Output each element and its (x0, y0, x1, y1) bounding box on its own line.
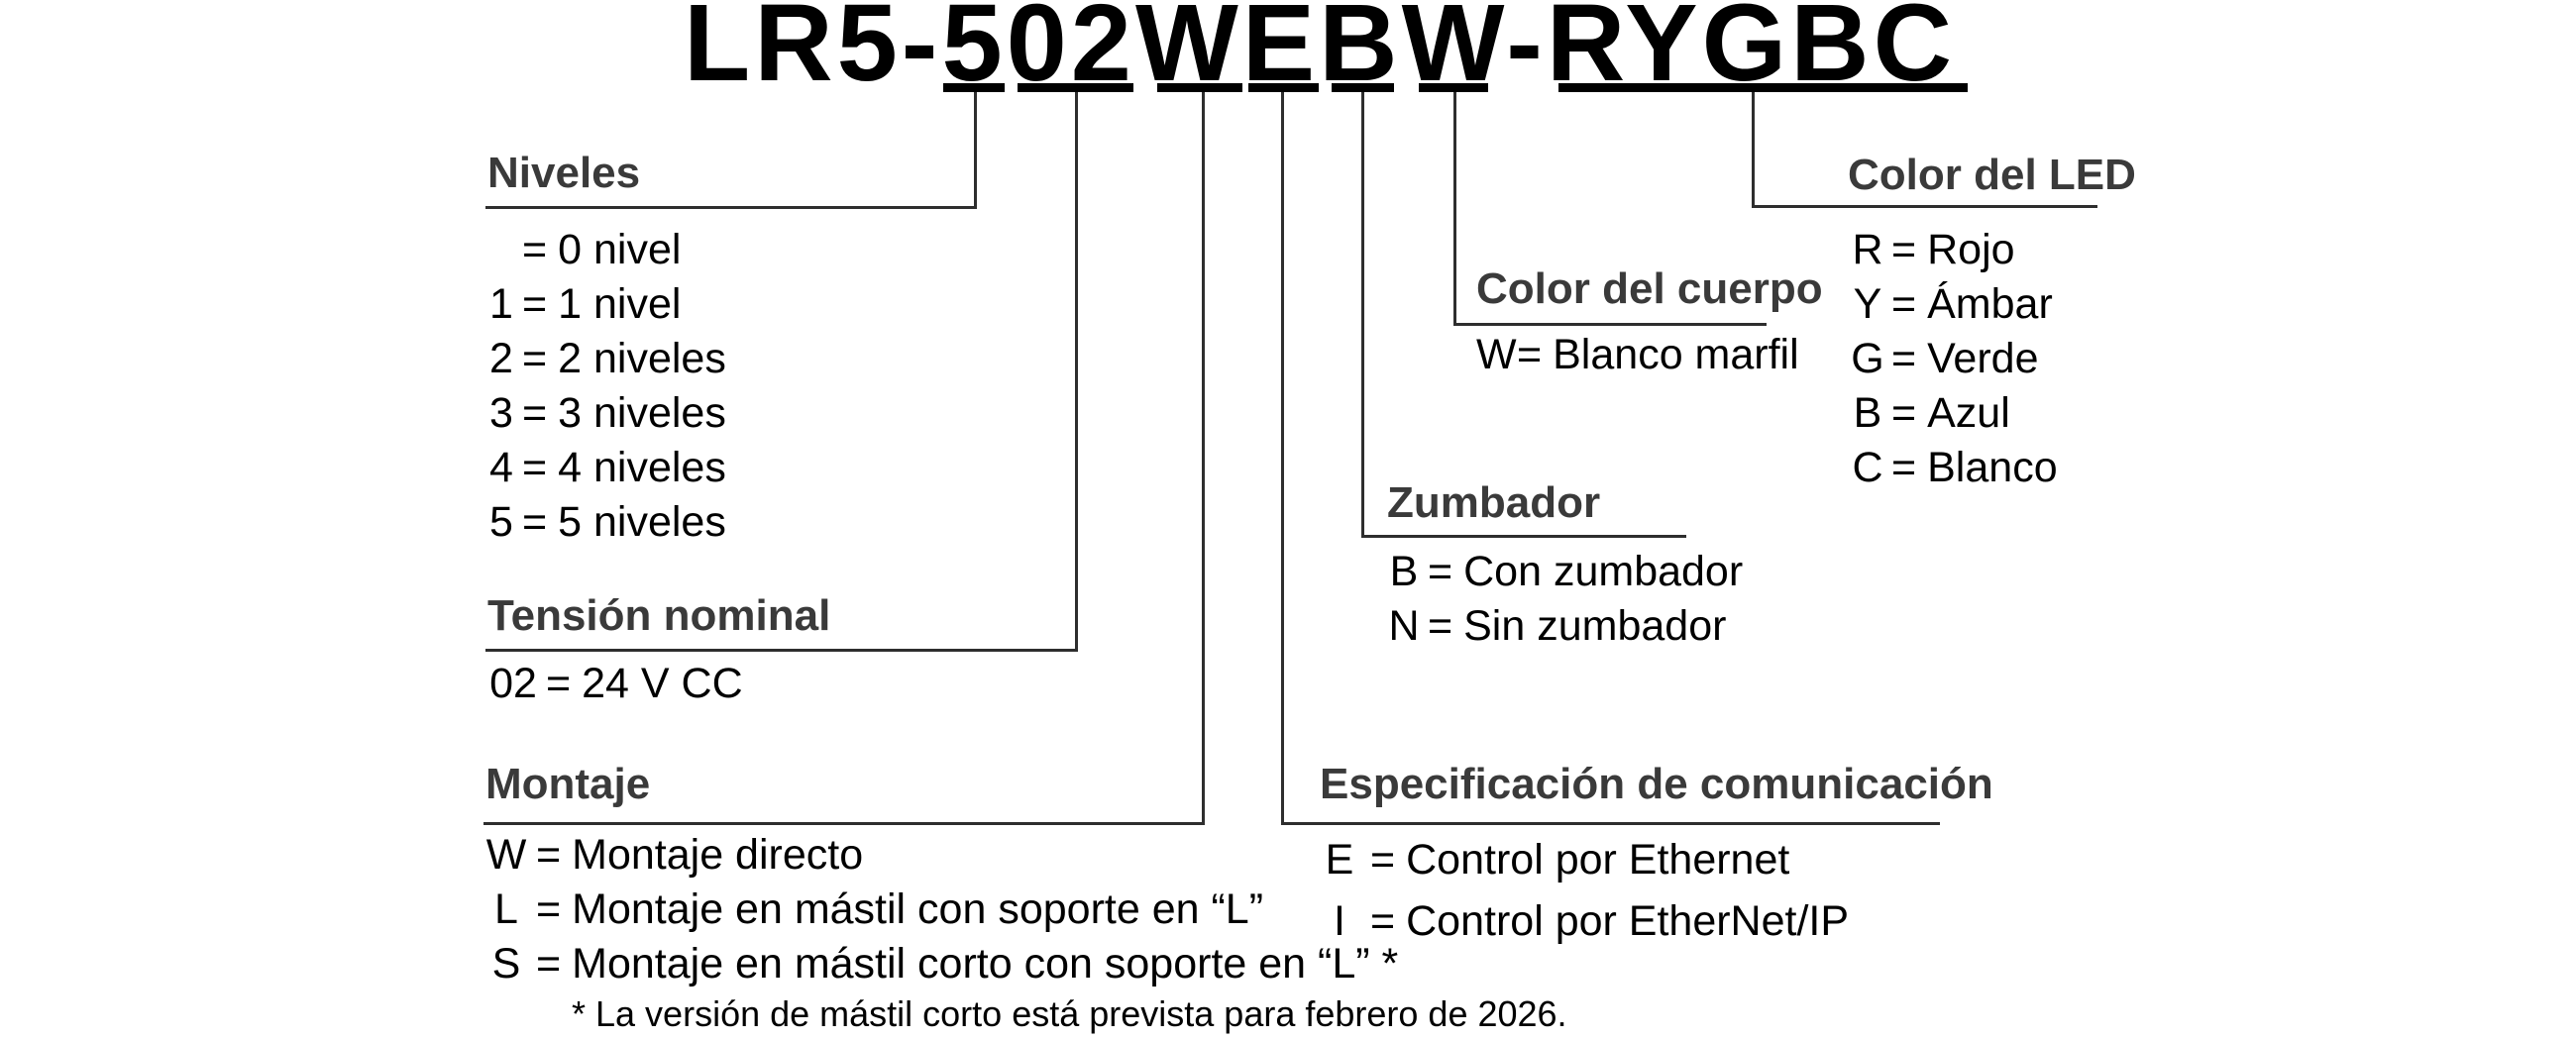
montaje-list: W=Montaje directo L=Montaje en mástil co… (483, 828, 1399, 991)
rule-niveles (485, 206, 977, 209)
rule-cuerpo (1453, 323, 1767, 326)
tension-list: 02=24 V CC (487, 657, 743, 711)
list-item: G=Verde (1851, 335, 2039, 382)
list-item: 3=3 niveles (489, 389, 726, 437)
heading-tension: Tensión nominal (487, 591, 831, 640)
zumbador-list: B=Con zumbador N=Sin zumbador (1387, 545, 1743, 654)
list-item: 5=5 niveles (489, 498, 726, 546)
list-item: E=Control por Ethernet (1325, 836, 1790, 884)
rule-zumbador (1361, 535, 1686, 538)
list-item: B=Con zumbador (1389, 548, 1744, 595)
underline-comunicacion-segment (1248, 83, 1319, 92)
heading-zumbador: Zumbador (1387, 478, 1601, 527)
connector-led (1752, 92, 1755, 208)
connector-niveles (974, 92, 977, 209)
underline-cuerpo-segment (1419, 83, 1488, 92)
heading-comunicacion: Especificación de comunicación (1320, 760, 1993, 808)
cuerpo-list: W=Blanco marfil (1476, 328, 1799, 382)
rule-comunicacion (1281, 822, 1940, 825)
underline-montaje-segment (1157, 83, 1242, 92)
underline-niveles-segment (943, 83, 1005, 92)
led-list: R=Rojo Y=Ámbar G=Verde B=Azul C=Blanco (1851, 223, 2058, 495)
heading-niveles: Niveles (487, 149, 641, 197)
list-item: S=Montaje en mástil corto con soporte en… (491, 940, 1399, 988)
list-item: L=Montaje en mástil con soporte en “L” (494, 885, 1264, 933)
list-item: W=Montaje directo (485, 831, 864, 879)
list-item: C=Blanco (1852, 444, 2058, 491)
list-item: R=Rojo (1852, 226, 2015, 273)
model-number: LR5-502WEBW-RYGBC (684, 0, 1957, 104)
list-item: I=Control por EtherNet/IP (1334, 897, 1850, 945)
connector-comunicacion (1281, 92, 1284, 825)
rule-led (1752, 205, 2097, 208)
niveles-list: =0 nivel 1=1 nivel 2=2 niveles 3=3 nivel… (487, 223, 726, 550)
heading-cuerpo: Color del cuerpo (1476, 264, 1823, 313)
list-item: 1=1 nivel (489, 280, 682, 328)
rule-montaje (483, 822, 1205, 825)
underline-zumbador-segment (1332, 83, 1394, 92)
list-item: 02=24 V CC (489, 660, 743, 707)
connector-montaje (1202, 92, 1205, 825)
heading-montaje: Montaje (485, 760, 651, 808)
list-item: N=Sin zumbador (1388, 602, 1727, 650)
rule-tension (485, 649, 1078, 652)
connector-zumbador (1361, 92, 1364, 538)
list-item: W=Blanco marfil (1476, 331, 1799, 378)
comunicacion-list: E=Control por Ethernet I=Control por Eth… (1321, 829, 1849, 952)
list-item: B=Azul (1853, 389, 2010, 437)
list-item: Y=Ámbar (1853, 280, 2053, 328)
montaje-footnote: * La versión de mástil corto está previs… (572, 993, 1567, 1034)
heading-led: Color del LED (1848, 151, 2136, 199)
connector-tension (1075, 92, 1078, 652)
underline-tension-segment (1018, 83, 1133, 92)
list-item: =0 nivel (522, 226, 682, 273)
list-item: 4=4 niveles (489, 444, 726, 491)
connector-cuerpo (1453, 92, 1456, 326)
list-item: 2=2 niveles (489, 335, 726, 382)
underline-led-segment (1558, 83, 1968, 92)
